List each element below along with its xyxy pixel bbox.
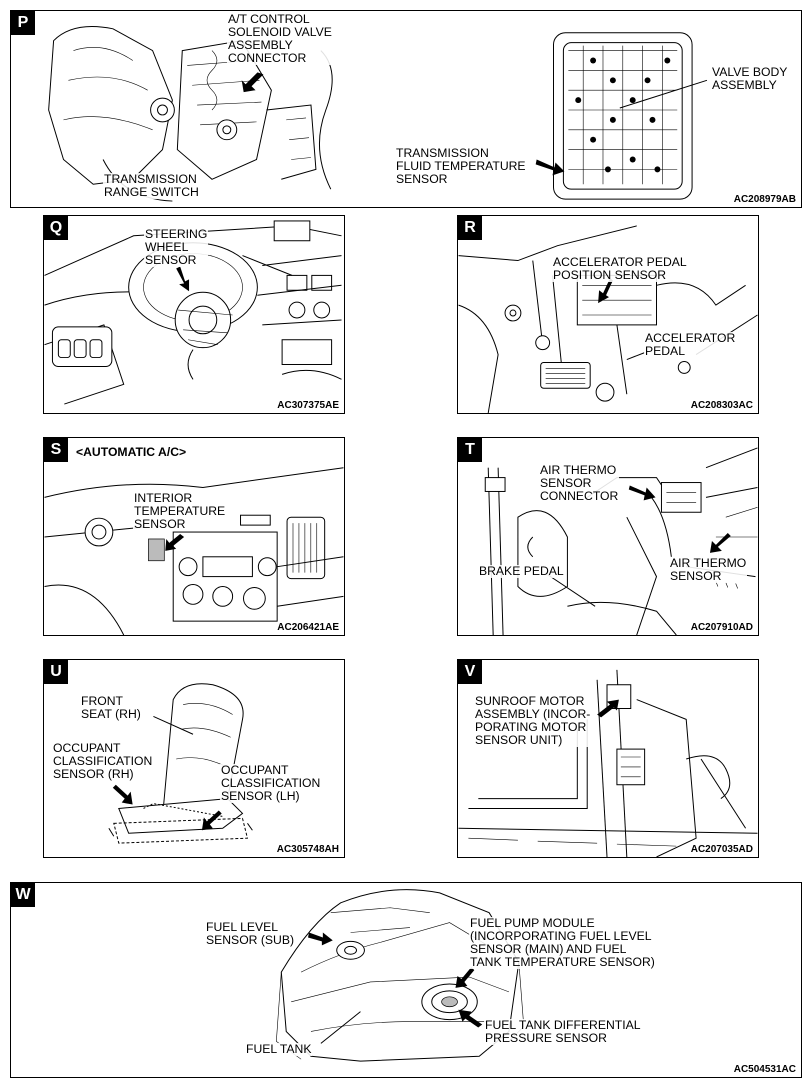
panel-t: T AIR THERMO SENSOR CONNECTOR AIR THERMO… bbox=[457, 437, 759, 636]
panel-letter: R bbox=[458, 216, 482, 240]
label-fuel-pump-module: FUEL PUMP MODULE (INCORPORATING FUEL LEV… bbox=[469, 916, 656, 969]
accelerator-illustration bbox=[458, 225, 758, 413]
panel-w: W FUEL LEVEL SENSOR (SUB) FUEL PUMP MODU… bbox=[10, 882, 802, 1078]
label-fuel-level-sensor-sub: FUEL LEVEL SENSOR (SUB) bbox=[205, 920, 296, 947]
panel-letter: W bbox=[11, 883, 35, 907]
figure-code: AC307375AE bbox=[276, 400, 340, 411]
label-fluid-temperature-sensor: TRANSMISSION FLUID TEMPERATURE SENSOR bbox=[395, 146, 527, 186]
panel-letter: P bbox=[11, 11, 35, 35]
panel-letter: U bbox=[44, 660, 68, 684]
label-valve-body-assembly: VALVE BODY ASSEMBLY bbox=[711, 65, 789, 92]
label-accelerator-pedal-position-sensor: ACCELERATOR PEDAL POSITION SENSOR bbox=[552, 255, 688, 282]
panel-letter: S bbox=[44, 438, 68, 462]
label-brake-pedal: BRAKE PEDAL bbox=[478, 564, 565, 578]
label-air-thermo-sensor-connector: AIR THERMO SENSOR CONNECTOR bbox=[539, 463, 620, 503]
label-interior-temperature-sensor: INTERIOR TEMPERATURE SENSOR bbox=[133, 491, 227, 531]
label-at-control-connector: A/T CONTROL SOLENOID VALVE ASSEMBLY CONN… bbox=[227, 12, 333, 65]
figure-code: AC504531AC bbox=[732, 1064, 797, 1075]
panel-q: Q STEERING WHEEL SENSOR AC307375AE bbox=[43, 215, 345, 414]
panel-p: P A/T CONTROL SOLENOID VALVE ASSEMBLY CO… bbox=[10, 10, 802, 208]
panel-letter: T bbox=[458, 438, 482, 462]
label-fuel-tank: FUEL TANK bbox=[245, 1042, 313, 1056]
label-occupant-classification-sensor-rh: OCCUPANT CLASSIFICATION SENSOR (RH) bbox=[52, 741, 154, 781]
transmission-illustration bbox=[48, 26, 708, 202]
label-fuel-tank-differential-pressure-sensor: FUEL TANK DIFFERENTIAL PRESSURE SENSOR bbox=[484, 1018, 642, 1045]
label-occupant-classification-sensor-lh: OCCUPANT CLASSIFICATION SENSOR (LH) bbox=[220, 763, 322, 803]
panel-s: S <AUTOMATIC A/C> INTERIOR TEMPERATURE S… bbox=[43, 437, 345, 636]
fuel-tank-illustration bbox=[276, 889, 525, 1062]
label-front-seat-rh: FRONT SEAT (RH) bbox=[80, 694, 142, 721]
panel-letter: Q bbox=[44, 216, 68, 240]
figure-code: AC208303AC bbox=[689, 400, 754, 411]
sunroof-illustration bbox=[458, 669, 758, 857]
panel-subtitle: <AUTOMATIC A/C> bbox=[74, 445, 189, 459]
panel-v: V SUNROOF MOTOR ASSEMBLY (INCOR- PORATIN… bbox=[457, 659, 759, 858]
figure-code: AC305748AH bbox=[275, 844, 340, 855]
label-air-thermo-sensor: AIR THERMO SENSOR bbox=[669, 556, 748, 583]
figure-code: AC207910AD bbox=[689, 622, 754, 633]
label-transmission-range-switch: TRANSMISSION RANGE SWITCH bbox=[103, 172, 200, 199]
figure-code: AC208979AB bbox=[732, 194, 797, 205]
panel-u: U FRONT SEAT (RH) OCCUPANT CLASSIFICATIO… bbox=[43, 659, 345, 858]
panel-r: R ACCELERATOR PEDAL POSITION SENSOR ACCE… bbox=[457, 215, 759, 414]
label-accelerator-pedal: ACCELERATOR PEDAL bbox=[644, 331, 737, 358]
figure-code: AC206421AE bbox=[276, 622, 340, 633]
figure-code: AC207035AD bbox=[689, 844, 754, 855]
label-sunroof-motor-assembly: SUNROOF MOTOR ASSEMBLY (INCOR- PORATING … bbox=[474, 694, 592, 747]
panel-letter: V bbox=[458, 660, 482, 684]
label-steering-wheel-sensor: STEERING WHEEL SENSOR bbox=[144, 227, 209, 267]
dashboard-illustration bbox=[44, 467, 344, 635]
